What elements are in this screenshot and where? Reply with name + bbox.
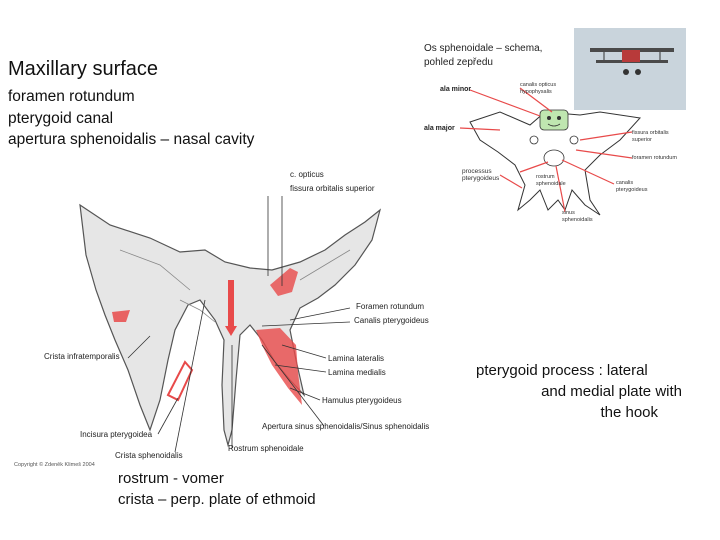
label-fissura: fissura orbitalis superior	[290, 184, 375, 193]
schema-label-sinus: sinus sphenoidalis	[562, 210, 593, 224]
schema-label-ala-minor: ala minor	[440, 86, 472, 93]
label-incisura: Incisura pterygoidea	[80, 430, 153, 439]
schema-label-line: sphenoidale	[536, 181, 566, 187]
schema-label-line: superior	[632, 137, 652, 143]
label-rostrum: Rostrum sphenoidale	[228, 444, 304, 453]
schema-label-line: hypophysalis	[520, 89, 552, 95]
heading: Maxillary surface	[8, 58, 159, 80]
bottom-note-line: crista – perp. plate of ethmoid	[118, 491, 316, 508]
schema-title-line: pohled zepředu	[424, 57, 493, 68]
list-item: pterygoid canal	[8, 109, 114, 127]
schema-label-line: rostrum	[536, 174, 555, 180]
label-canalis: Canalis pterygoideus	[354, 316, 429, 325]
label-opticus: c. opticus	[290, 170, 324, 179]
fissura-highlight	[270, 268, 298, 296]
label-lamina-med: Lamina medialis	[328, 368, 386, 377]
schema-label-canalis-pterygoideus: canalis pterygoideus	[616, 180, 648, 194]
schema-title-line: Os sphenoidale – schema,	[424, 43, 543, 54]
schema-label-line: sphenoidalis	[562, 217, 593, 223]
label-crista-infra: Crista infratemporalis	[44, 352, 120, 361]
label-apertura: Apertura sinus sphenoidalis/Sinus spheno…	[262, 422, 430, 431]
rostrum-highlight	[228, 280, 234, 330]
schema-label-ala-major: ala major	[424, 125, 455, 132]
schema-label-line: processus	[462, 168, 492, 175]
schema-label-line: fissura orbitalis	[632, 130, 669, 136]
schema-label-line: pterygoideus	[616, 187, 648, 193]
bottom-note-line: rostrum - vomer	[118, 470, 224, 487]
label-hamulus: Hamulus pterygoideus	[322, 396, 402, 405]
schema-label-line: canalis opticus	[520, 82, 557, 88]
biplane-icon	[590, 48, 674, 75]
schema-title: Os sphenoidale – schema, pohled zepředu	[424, 42, 542, 70]
pterygoid-note-line: and medial plate with	[541, 383, 682, 400]
list-item: apertura sphenoidalis – nasal cavity	[8, 131, 255, 148]
biplane-photo	[574, 28, 686, 110]
schema-label-line: canalis	[616, 180, 634, 186]
pterygoid-note-line: pterygoid process : lateral	[476, 362, 648, 379]
schema-label-line: pterygoideus	[462, 175, 500, 182]
copyright: Copyright © Zdeněk Klimeš 2004	[14, 462, 95, 468]
label-lamina-lat: Lamina lateralis	[328, 354, 385, 363]
label-foramen-rotundum: Foramen rotundum	[356, 302, 425, 311]
crista-highlight	[112, 310, 130, 322]
pterygoid-note-line: the hook	[600, 404, 658, 421]
incisura-highlight	[166, 360, 194, 402]
bottom-note: rostrum - vomer crista – perp. plate of …	[118, 468, 316, 510]
structure-list: foramen rotundum pterygoid canal apertur…	[8, 86, 254, 151]
schema-label-rostrum: rostrum sphenoidale	[536, 174, 566, 188]
schema-label-foramen: foramen rotundum	[632, 155, 677, 161]
list-item: foramen rotundum	[8, 88, 135, 105]
label-crista-sph: Crista sphenoidalis	[115, 451, 183, 460]
schema-label-line: sinus	[562, 210, 575, 216]
schema-label-fissura: fissura orbitalis superior	[632, 130, 669, 144]
schema-label-canalis-opticus: canalis opticus hypophysalis	[520, 82, 556, 96]
pterygoid-note: pterygoid process : lateral and medial p…	[476, 360, 690, 423]
schema-label-processus: processus pterygoideus	[462, 168, 499, 182]
